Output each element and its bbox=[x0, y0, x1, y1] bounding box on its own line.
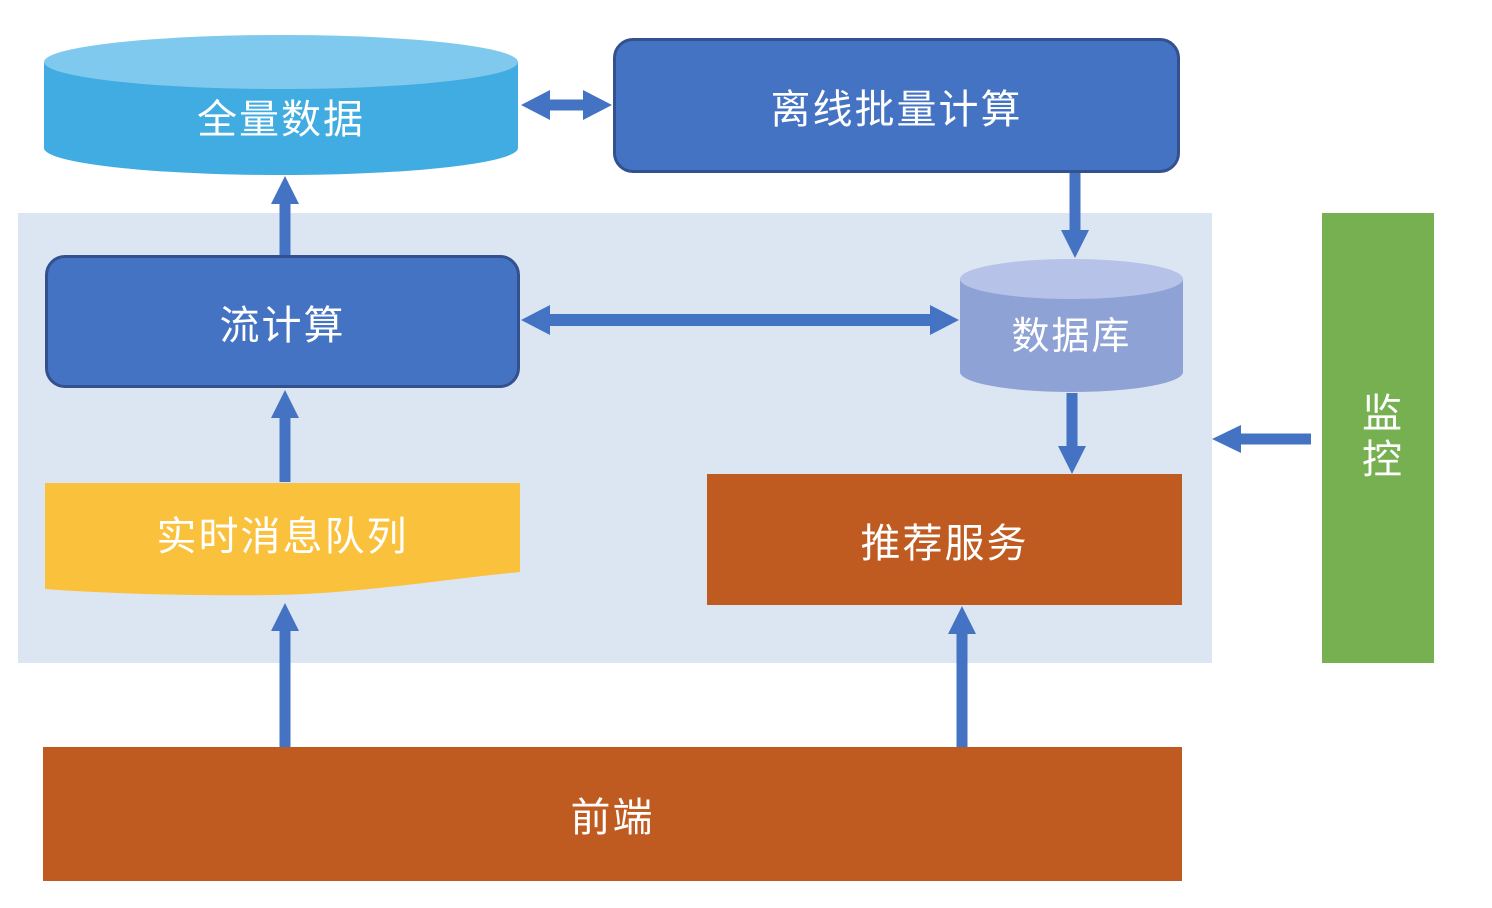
node-offline-batch: 离线批量计算 bbox=[613, 38, 1180, 173]
node-label: 前端 bbox=[570, 796, 655, 840]
cylinder-body bbox=[960, 279, 1183, 392]
node-realtime-queue: 实时消息队列 bbox=[45, 483, 520, 600]
node-full-data: 全量数据 bbox=[44, 35, 518, 175]
node-database: 数据库 bbox=[960, 259, 1183, 392]
arrowhead-up bbox=[271, 176, 299, 204]
cylinder-top bbox=[960, 259, 1183, 299]
node-recommend-service: 推荐服务 bbox=[707, 474, 1182, 605]
node-label: 离线批量计算 bbox=[770, 87, 1023, 132]
cylinder-shape bbox=[44, 35, 518, 175]
node-label: 监控 bbox=[1356, 392, 1400, 484]
wave-body bbox=[45, 483, 520, 596]
node-label: 流计算 bbox=[219, 303, 346, 348]
arrowhead-left bbox=[521, 90, 550, 120]
node-frontend: 前端 bbox=[43, 747, 1182, 881]
node-monitor: 监控 bbox=[1322, 213, 1434, 663]
node-stream-compute: 流计算 bbox=[45, 255, 520, 388]
arrow-full-data-offline-batch bbox=[521, 90, 612, 120]
node-label: 推荐服务 bbox=[860, 521, 1029, 566]
cylinder-top bbox=[44, 35, 518, 89]
arrow-monitor-realtime-panel bbox=[1212, 425, 1311, 453]
wave-shape bbox=[45, 483, 520, 596]
arrowhead-right bbox=[583, 90, 612, 120]
cylinder-shape bbox=[960, 259, 1183, 392]
arrowhead-left bbox=[1212, 425, 1241, 453]
cylinder-body bbox=[44, 62, 518, 175]
